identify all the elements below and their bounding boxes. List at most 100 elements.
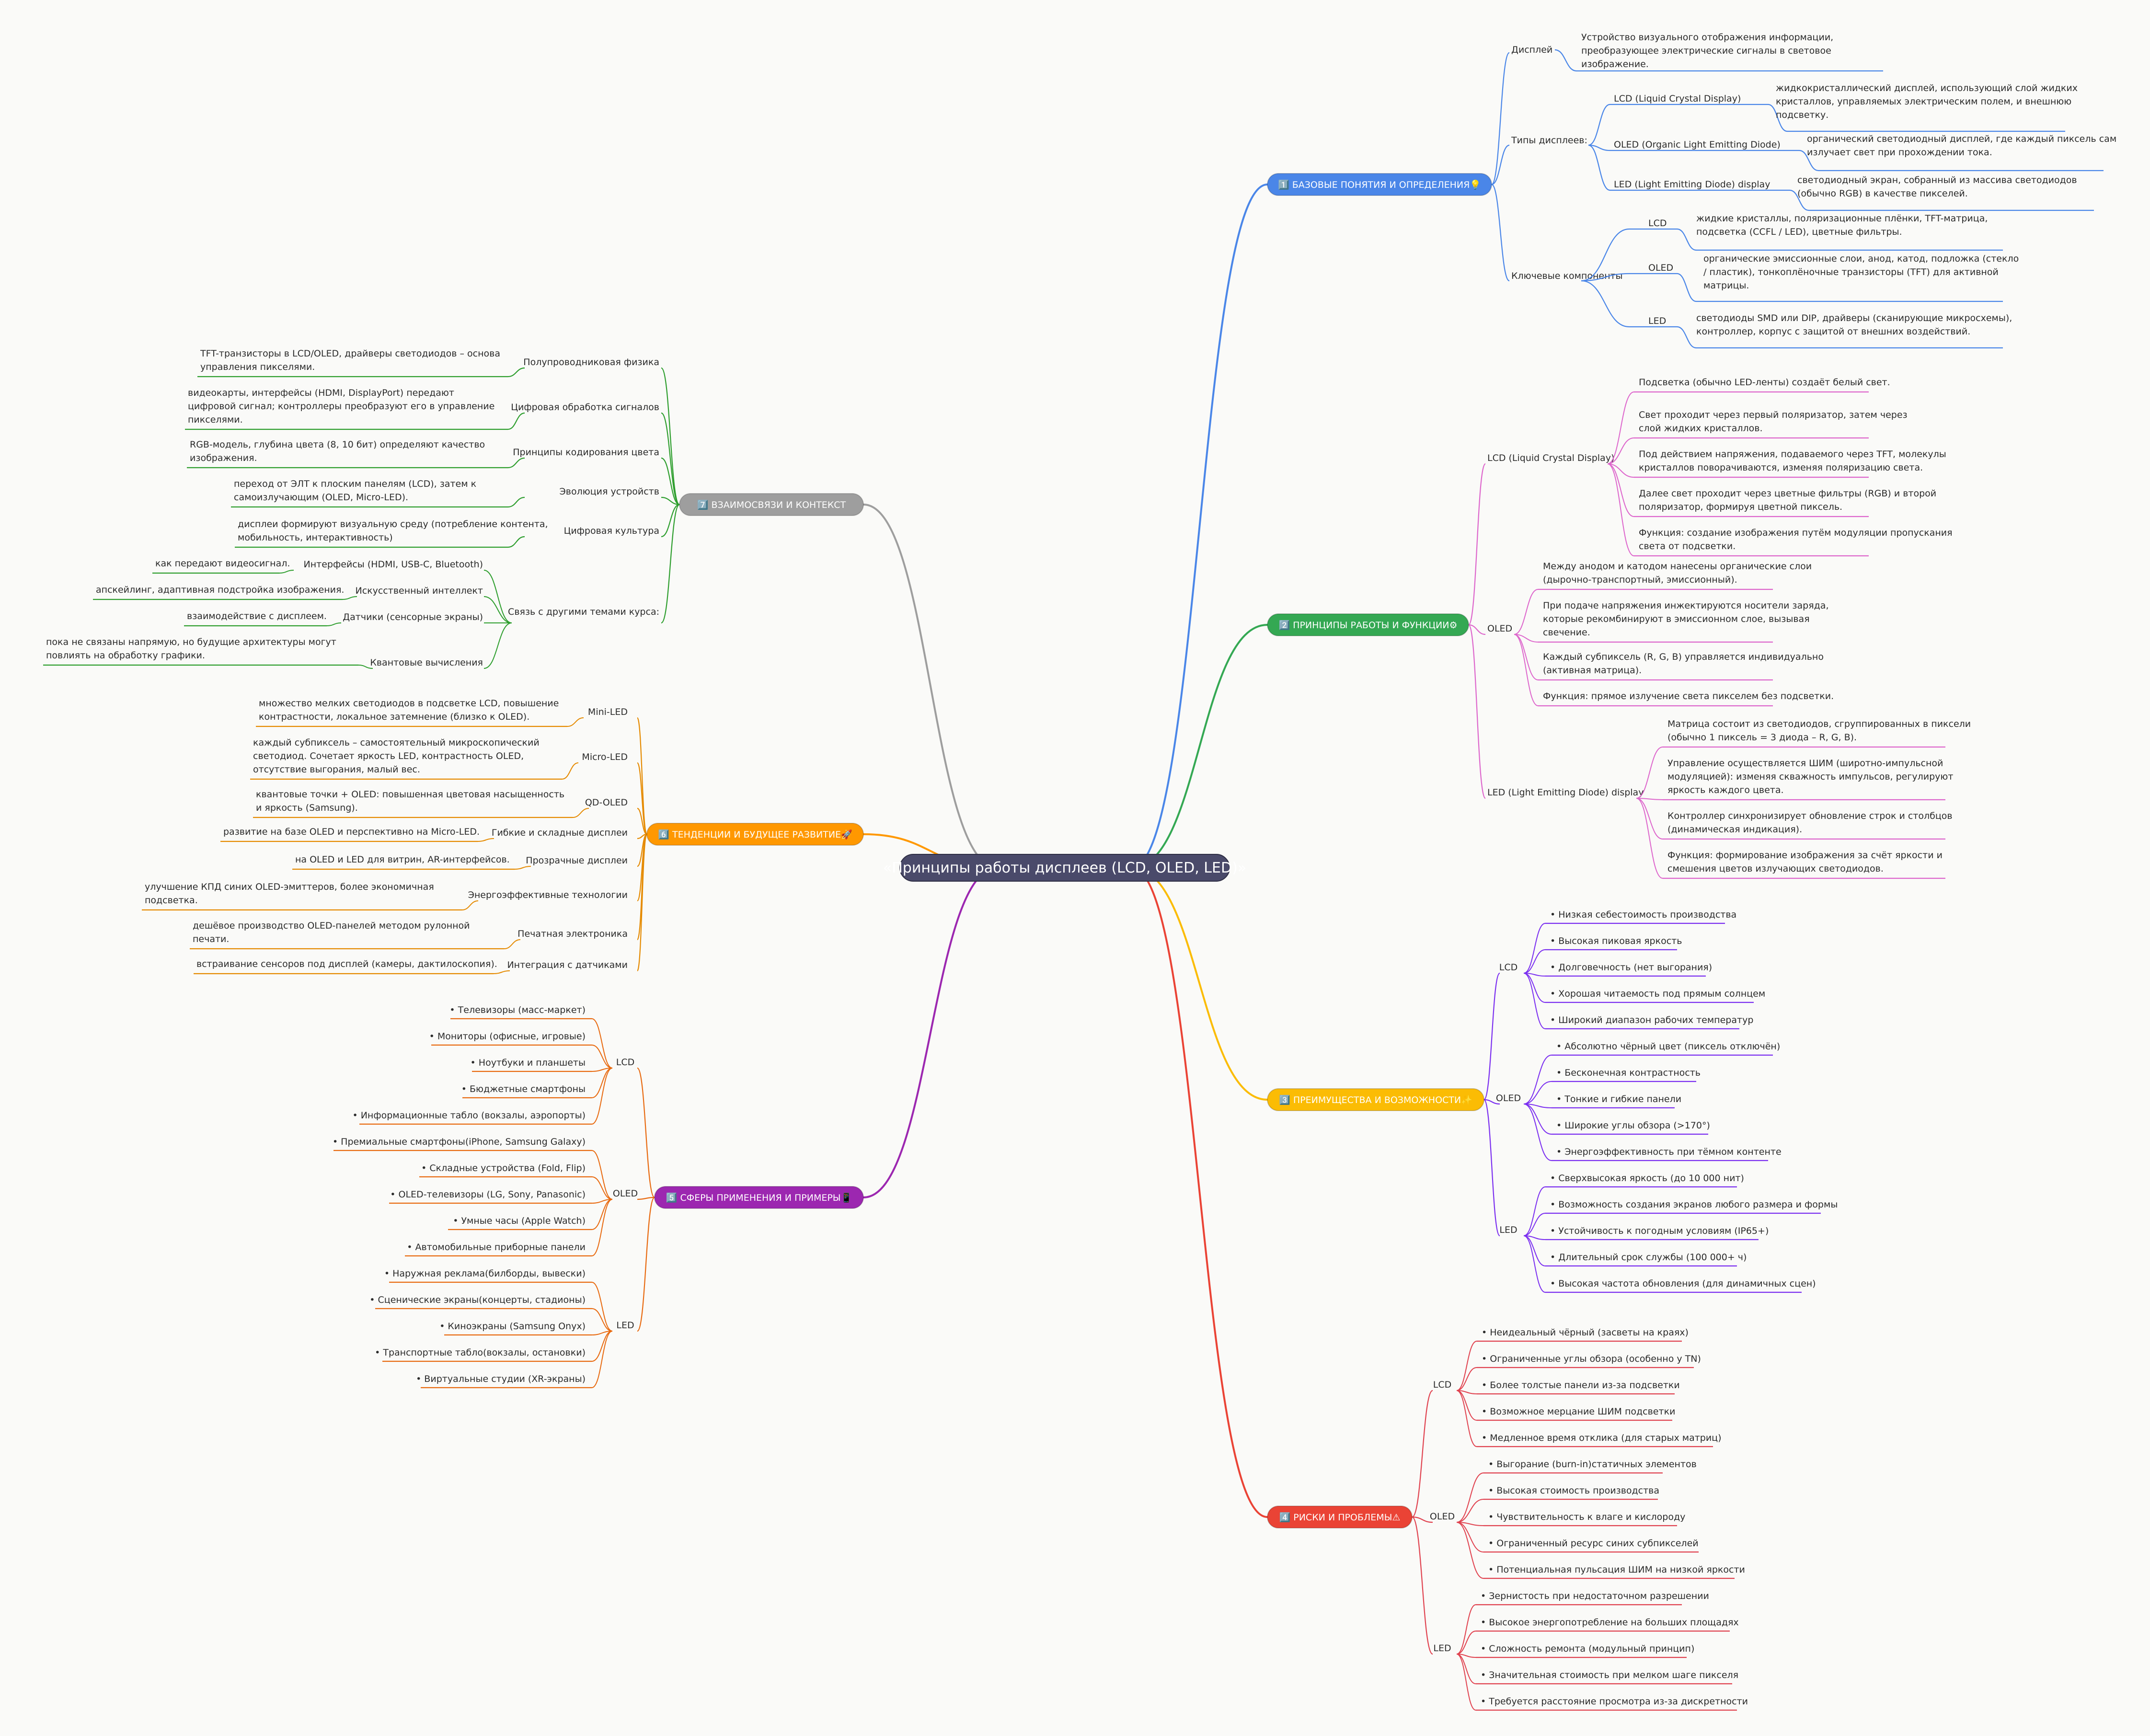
connector-line bbox=[493, 970, 510, 974]
text-line: / пластик), тонкоплёночные транзисторы (… bbox=[1703, 267, 1999, 277]
connector-line bbox=[1523, 1235, 1546, 1266]
text-line: кристаллов, управляемых электрическим по… bbox=[1776, 96, 2071, 107]
text-line: контроллер, корпус с защитой от внешних … bbox=[1696, 326, 1970, 337]
risk-item: • Потенциальная пульсация ШИМ на низкой … bbox=[1488, 1564, 1745, 1575]
connector-line bbox=[661, 412, 680, 506]
advantage-item: • Широкие углы обзора (>170°) bbox=[1556, 1120, 1710, 1131]
risk-item: • Ограниченные углы обзора (особенно у T… bbox=[1482, 1354, 1701, 1364]
node-trend-1: Micro-LED bbox=[582, 752, 628, 762]
principle-step: Свет проходит через первый поляризатор, … bbox=[1639, 410, 1908, 434]
text-line: Контроллер синхронизирует обновление стр… bbox=[1667, 811, 1953, 821]
branch-advantages[interactable]: 3️⃣ ПРЕИМУЩЕСТВА И ВОЗМОЖНОСТИ✨ bbox=[1267, 1088, 1484, 1111]
text-line: множество мелких светодиодов в подсветке… bbox=[259, 698, 559, 709]
node-component-0: LCD bbox=[1648, 218, 1667, 229]
connector-line bbox=[591, 1068, 613, 1098]
text-line: Функция: формирование изображения за счё… bbox=[1667, 850, 1943, 861]
connector-line bbox=[1523, 1213, 1546, 1236]
principle-step: Под действием напряжения, подаваемого че… bbox=[1639, 449, 1946, 473]
connector-line bbox=[1677, 228, 1697, 251]
text-line: и яркость (Samsung). bbox=[256, 803, 358, 813]
node-advantage-0: LCD bbox=[1499, 962, 1518, 973]
text-line: света от подсветки. bbox=[1639, 541, 1736, 552]
branch-trends[interactable]: 6️⃣ ТЕНДЕНЦИИ И БУДУЩЕЕ РАЗВИТИЕ🚀 bbox=[646, 823, 864, 846]
connector-line bbox=[1456, 1631, 1476, 1655]
type-description-1: органический светодиодный дисплей, где к… bbox=[1807, 134, 2116, 158]
branch-basics[interactable]: 1️⃣ БАЗОВЫЕ ПОНЯТИЯ И ОПРЕДЕЛЕНИЯ💡 bbox=[1267, 173, 1492, 196]
trend-description-1: каждый субпиксель – самостоятельный микр… bbox=[253, 737, 540, 775]
node-context-0: Полупроводниковая физика bbox=[523, 357, 659, 368]
branch-basics-bg bbox=[1267, 173, 1492, 196]
branch-trends-label: 6️⃣ ТЕНДЕНЦИИ И БУДУЩЕЕ РАЗВИТИЕ🚀 bbox=[658, 829, 852, 840]
text-line: подсветка. bbox=[145, 895, 198, 906]
connector-line bbox=[1412, 1390, 1433, 1518]
component-description-1: органические эмиссионные слои, анод, кат… bbox=[1703, 253, 2019, 291]
branch-risks[interactable]: 4️⃣ РИСКИ И ПРОБЛЕМЫ⚠ bbox=[1267, 1506, 1413, 1529]
advantage-item: • Высокая частота обновления (для динами… bbox=[1550, 1278, 1816, 1289]
connector-line bbox=[1468, 463, 1486, 626]
text-line: (активная матрица). bbox=[1543, 665, 1642, 676]
connector-line bbox=[1523, 923, 1546, 974]
text-line: видеокарты, интерфейсы (HDMI, DisplayPor… bbox=[188, 388, 454, 398]
node-principle-1: OLED bbox=[1487, 623, 1512, 634]
application-item: • Телевизоры (масс-маркет) bbox=[449, 1005, 586, 1015]
application-item: • Мониторы (офисные, игровые) bbox=[429, 1031, 586, 1042]
branch-principles-label: 2️⃣ ПРИНЦИПЫ РАБОТЫ И ФУНКЦИИ⚙ bbox=[1278, 620, 1457, 631]
connector-line bbox=[591, 1150, 613, 1200]
connector-line bbox=[1607, 391, 1634, 464]
connector-line bbox=[1131, 867, 1268, 1518]
text-line: пока не связаны напрямую, но будущие арх… bbox=[46, 637, 336, 647]
text-line: Между анодом и катодом нанесены органиче… bbox=[1543, 561, 1812, 572]
connector-line bbox=[1131, 867, 1268, 1101]
connector-line bbox=[1581, 280, 1630, 328]
text-line: цифровой сигнал; контроллеры преобразуют… bbox=[188, 401, 494, 412]
context-description-2: RGB-модель, глубина цвета (8, 10 бит) оп… bbox=[190, 439, 485, 463]
topic-description-1: апскейлинг, адаптивная подстройка изобра… bbox=[96, 585, 344, 595]
advantage-item: • Бесконечная контрастность bbox=[1556, 1068, 1701, 1078]
text-line: (дырочно-транспортный, эмиссионный). bbox=[1543, 575, 1737, 585]
advantage-item: • Абсолютно чёрный цвет (пиксель отключё… bbox=[1556, 1041, 1780, 1052]
principle-step: При подаче напряжения инжектируются носи… bbox=[1543, 600, 1828, 638]
text-line: дешёвое производство OLED-панелей методо… bbox=[193, 920, 470, 931]
node-topic-3: Квантовые вычисления bbox=[370, 657, 483, 668]
node-trend-4: Прозрачные дисплеи bbox=[526, 855, 628, 866]
connector-line bbox=[1491, 52, 1510, 185]
text-line: Подсветка (обычно LED-ленты) создаёт бел… bbox=[1639, 377, 1890, 388]
context-description-4: дисплеи формируют визуальную среду (потр… bbox=[238, 519, 548, 543]
connector-line bbox=[1491, 144, 1510, 185]
text-line: преобразующее электрические сигналы в св… bbox=[1581, 46, 1831, 56]
branch-applications[interactable]: 5️⃣ СФЕРЫ ПРИМЕНЕНИЯ И ПРИМЕРЫ📱 bbox=[654, 1186, 864, 1209]
connector-line bbox=[1607, 463, 1634, 517]
root-topic-bg bbox=[899, 854, 1230, 882]
principle-step: Функция: создание изображения путём моду… bbox=[1639, 528, 1953, 552]
connector-line bbox=[562, 762, 579, 780]
branch-basics-label: 1️⃣ БАЗОВЫЕ ПОНЯТИЯ И ОПРЕДЕЛЕНИЯ💡 bbox=[1278, 179, 1481, 190]
risk-item: • Возможное мерцание ШИМ подсветки bbox=[1482, 1406, 1675, 1417]
branch-context[interactable]: 7️⃣ ВЗАИМОСВЯЗИ И КОНТЕКСТ bbox=[679, 493, 864, 516]
branch-principles[interactable]: 2️⃣ ПРИНЦИПЫ РАБОТЫ И ФУНКЦИИ⚙ bbox=[1267, 613, 1469, 636]
connector-line bbox=[1456, 1341, 1477, 1391]
advantage-item: • Сверхвысокая яркость (до 10 000 нит) bbox=[1550, 1173, 1744, 1184]
type-description-0: жидкокристаллический дисплей, использующ… bbox=[1776, 83, 2078, 120]
root-topic[interactable]: «Принципы работы дисплеев (LCD, OLED, LE… bbox=[883, 854, 1246, 882]
text-line: яркость каждого цвета. bbox=[1667, 785, 1784, 795]
connector-line bbox=[1581, 273, 1630, 282]
text-line: улучшение КПД синих OLED-эмиттеров, боле… bbox=[145, 882, 434, 892]
connector-line bbox=[1523, 1235, 1546, 1293]
advantage-item: • Энергоэффективность при тёмном контент… bbox=[1556, 1147, 1782, 1157]
node-type-1: OLED (Organic Light Emitting Diode) bbox=[1614, 139, 1781, 150]
application-item: • Сценические экраны(концерты, стадионы) bbox=[369, 1295, 586, 1305]
application-item: • Складные устройства (Fold, Flip) bbox=[421, 1163, 586, 1173]
node-trend-2: QD-OLED bbox=[585, 797, 628, 808]
connector-line bbox=[507, 496, 525, 508]
connector-line bbox=[591, 1045, 613, 1069]
risk-item: • Более толстые панели из-за подсветки bbox=[1482, 1380, 1680, 1391]
topic-description-0: как передают видеосигнал. bbox=[155, 558, 290, 569]
connector-line bbox=[1523, 973, 1546, 1003]
text-line: кристаллов поворачиваются, изменяя поляр… bbox=[1639, 462, 1923, 473]
node-application-1: OLED bbox=[613, 1188, 638, 1199]
connector-line bbox=[1768, 103, 1788, 132]
branch-context-bg bbox=[679, 493, 864, 516]
node-context-2: Принципы кодирования цвета bbox=[513, 447, 659, 458]
connector-line bbox=[342, 596, 357, 600]
